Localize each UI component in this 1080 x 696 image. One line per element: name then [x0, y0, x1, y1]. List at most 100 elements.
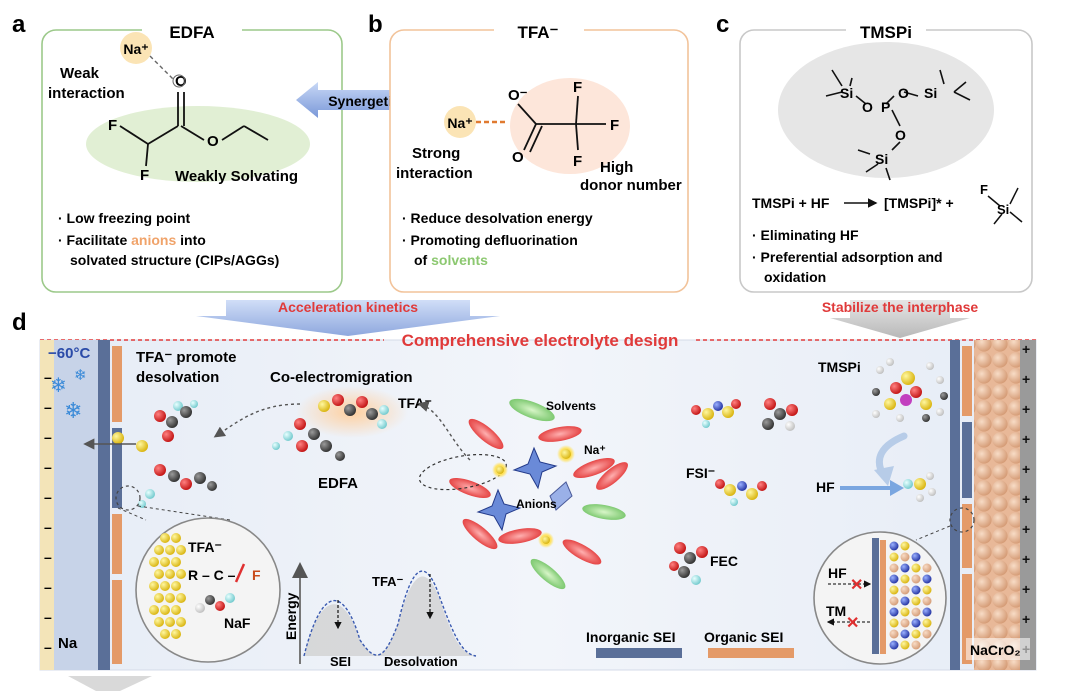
svg-text:+: +: [1022, 341, 1030, 357]
svg-text:–: –: [44, 579, 52, 595]
coelectro-label: Co-electromigration: [270, 369, 413, 386]
na-ion-at-interface: [112, 432, 124, 444]
acceleration-label: Acceleration kinetics: [278, 299, 418, 315]
panel-d-title: Comprehensive electrolyte design: [402, 331, 679, 350]
stabilize-arrow: Stabilize the interphase: [822, 299, 978, 338]
tmspi-si3: Si: [875, 151, 888, 167]
bond-break-mark: [234, 563, 246, 583]
snowflake-icon-2: ❄: [74, 367, 87, 384]
decor-arrow-bottom: [68, 676, 152, 691]
inset-lattice-atom: [171, 581, 181, 591]
panel-b-letter: b: [368, 11, 383, 38]
cathode-lattice-atom: [911, 552, 921, 562]
inset-lattice-atom: [176, 593, 186, 603]
cathode-lattice-atom: [922, 574, 932, 584]
energy-desolv-label: Desolvation: [384, 654, 458, 669]
panel-c: c TMSPi Si O P O Si O Si TMSPi + HF [TMS…: [716, 11, 1033, 293]
inset-hf-label: HF: [828, 565, 847, 581]
hf-block-x: ✕: [850, 577, 863, 594]
right-zoom-line: [915, 525, 951, 541]
reaction-left: TMSPi + HF: [752, 195, 830, 211]
solvents-label: Solvents: [546, 399, 596, 413]
weak-label-2: interaction: [48, 85, 125, 102]
right-cei-organic-2: [962, 504, 972, 568]
reaction-right: [TMSPi]* +: [884, 195, 954, 211]
left-zoom-ring: [115, 485, 141, 511]
edfa-ester-o: O: [207, 133, 219, 150]
inset-lattice-atom: [160, 605, 170, 615]
left-sei-inorganic-2: [112, 428, 122, 508]
tmspi-p: P: [881, 99, 890, 115]
snowflake-icon-3: ❄: [64, 398, 82, 423]
edfa-molecule-left: [138, 464, 217, 508]
tmspi-si2: Si: [924, 85, 937, 101]
inset-lattice-atom: [160, 557, 170, 567]
na-metal-label: Na: [58, 635, 78, 652]
cathode-lattice-atom: [889, 585, 899, 595]
right-cei-organic-1: [962, 346, 972, 416]
na-ion-a-label: Na⁺: [123, 41, 148, 57]
cathode-lattice-atom: [911, 574, 921, 584]
legend-inorganic-label: Inorganic SEI: [586, 629, 675, 645]
inset-lattice-atom: [160, 581, 170, 591]
bullet-c-3: oxidation: [764, 269, 826, 285]
right-cei-organic-3: [962, 574, 972, 664]
tfa-promote-2: desolvation: [136, 369, 219, 386]
cathode-lattice-atom: [889, 640, 899, 650]
inset-lattice-atom: [165, 545, 175, 555]
cathode-lattice-atom: [922, 563, 932, 573]
inset-lattice-atom: [171, 629, 181, 639]
nacro2-cathode: [974, 340, 1020, 670]
energy-fill: [304, 576, 476, 656]
inset-lattice-atom: [165, 617, 175, 627]
inset-lattice-atom: [149, 605, 159, 615]
inset-lattice-atom: [165, 593, 175, 603]
strong-label-1: Strong: [412, 145, 460, 162]
cathode-lattice-atom: [900, 596, 910, 606]
tmspi-curved-arrowhead: [874, 466, 894, 486]
left-sei-organic-3: [112, 580, 122, 664]
inset-lattice-atom: [176, 617, 186, 627]
right-inset: HF ✕ TM ✕: [813, 531, 947, 665]
bullet-b-3: of solvents: [414, 252, 488, 268]
synergetic-label: Synergetic: [328, 93, 400, 109]
tmspi-label-d: TMSPi: [818, 359, 861, 375]
solvation-sheath: [418, 398, 628, 590]
na-ion-b: [444, 106, 476, 138]
tmspi-structure: [825, 69, 971, 181]
inset-lattice-atom: [171, 605, 181, 615]
edfa-f2-atom: F: [140, 167, 149, 184]
fsi-label: FSI⁻: [686, 465, 715, 481]
hf-arrow: [840, 480, 904, 496]
svg-text:–: –: [44, 459, 52, 475]
bullet-a-2: · Facilitate anions into: [58, 232, 206, 248]
inset-tfa-label: TFA⁻: [188, 539, 222, 555]
edfa-ellipse: [86, 106, 310, 182]
cathode-lattice-atom: [911, 596, 921, 606]
cathode-collector: [1020, 340, 1036, 670]
hf-label-d: HF: [816, 479, 835, 495]
acceleration-arrow: Acceleration kinetics: [196, 299, 500, 336]
na-ion-left: [136, 440, 148, 452]
cathode-lattice-atom: [889, 596, 899, 606]
cathode-lattice-atom: [911, 629, 921, 639]
tms-f-atom: F: [980, 182, 988, 197]
anode-minus-signs: –– –– –– –– ––: [44, 369, 52, 655]
inset-lattice-atom: [154, 617, 164, 627]
svg-text:+: +: [1022, 611, 1030, 627]
na-anode-edge: [40, 340, 54, 670]
panel-d-letter: d: [12, 309, 27, 336]
svg-text:–: –: [44, 519, 52, 535]
cathode-label-bg: [966, 638, 1030, 660]
legend-organic-swatch: [708, 648, 794, 658]
svg-text:+: +: [1022, 431, 1030, 447]
inset-lattice-atom: [165, 569, 175, 579]
inset-bond-label: R – C –: [188, 567, 236, 583]
panel-d: d Comprehensive electrolyte design –– ––…: [12, 309, 1037, 671]
legend-organic-label: Organic SEI: [704, 629, 783, 645]
tfa-molecule-left: [154, 400, 198, 442]
inset-lattice-atom: [154, 569, 164, 579]
na-ion-b-label: Na⁺: [447, 115, 472, 131]
svg-text:+: +: [1022, 401, 1030, 417]
